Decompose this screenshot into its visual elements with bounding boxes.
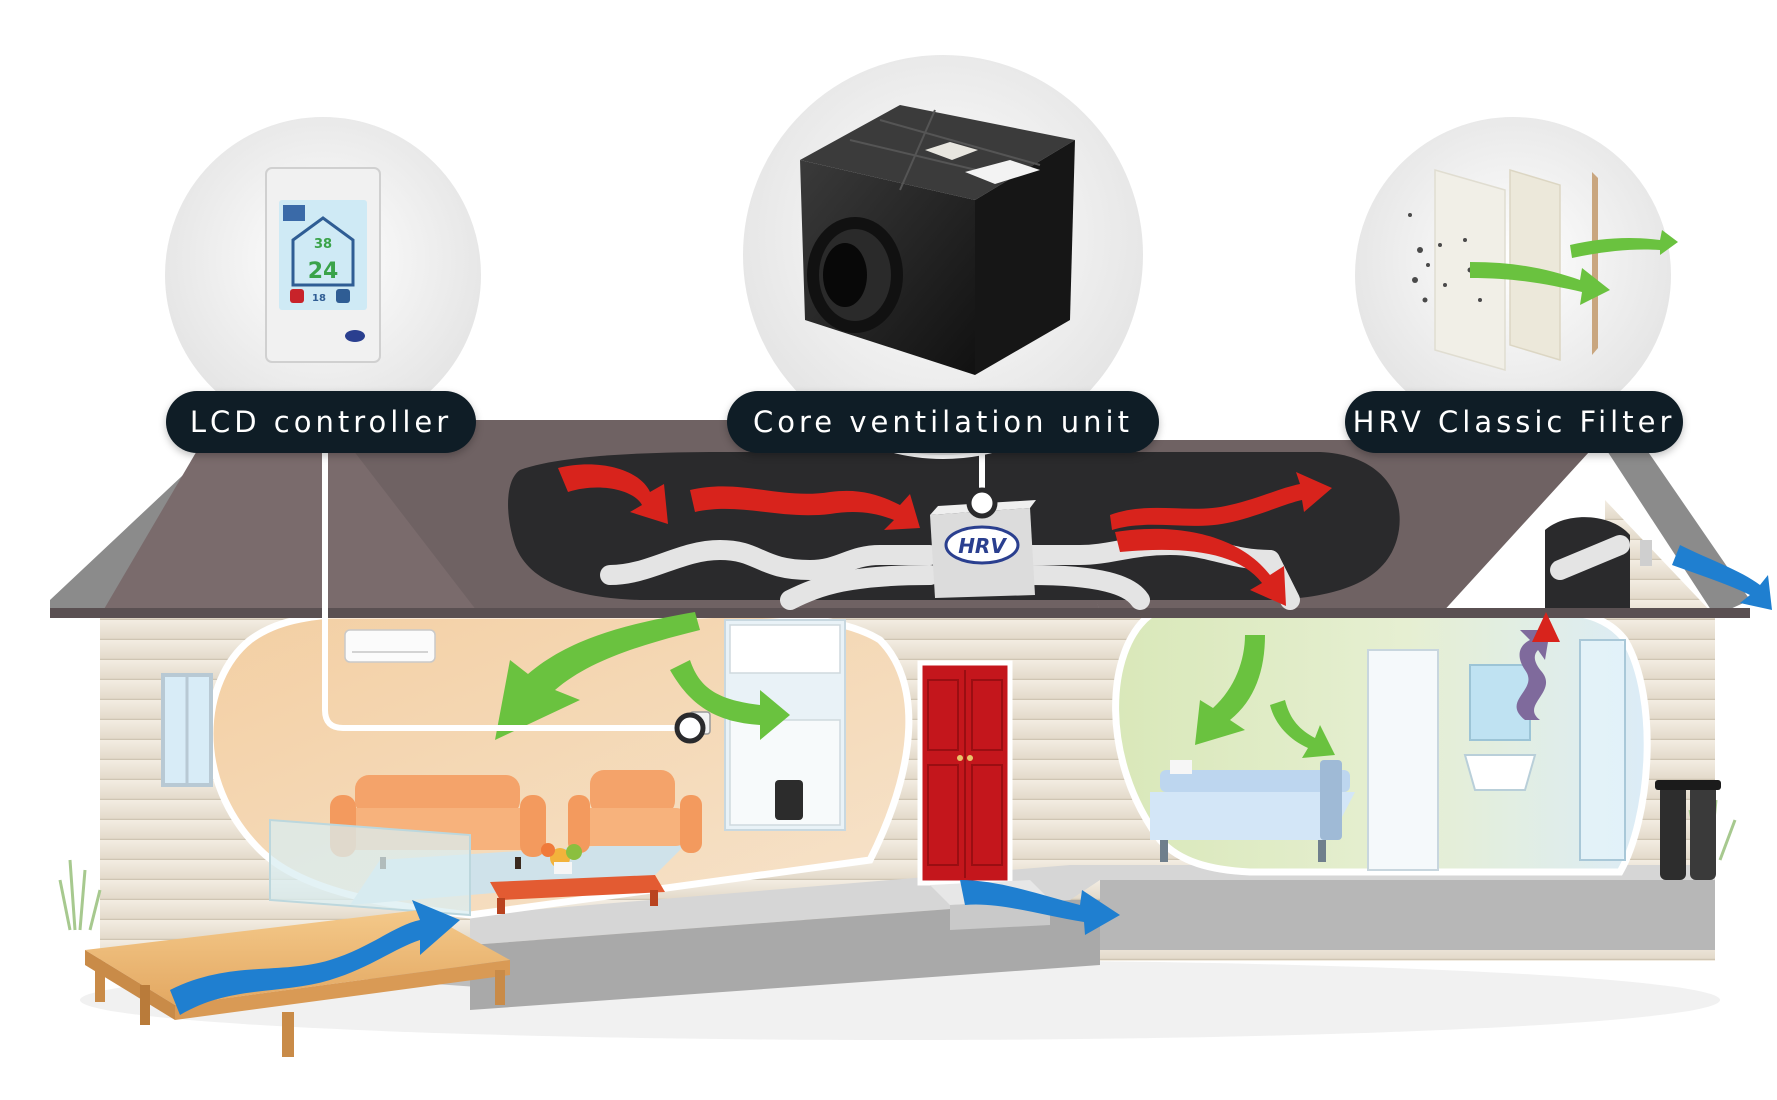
attic-hrv-unit: HRV <box>930 500 1036 598</box>
attic-cutaway: HRV <box>508 452 1630 610</box>
living-room-cutaway <box>161 610 913 919</box>
coffee-table <box>490 843 665 914</box>
core-unit-device <box>800 105 1075 375</box>
core-ventilation-unit-label: Core ventilation unit <box>727 391 1159 453</box>
hrv-classic-filter-label: HRV Classic Filter <box>1345 391 1683 453</box>
fresh-air-arrows <box>495 612 1335 758</box>
controller-main-value: 24 <box>308 259 339 284</box>
controller-bottom-value: 18 <box>312 293 326 304</box>
front-door <box>917 660 1050 930</box>
armchair <box>568 770 702 853</box>
filter-callout <box>1351 113 1678 437</box>
attic-unit-brand-text: HRV <box>958 534 1007 558</box>
outdoor-filter-unit <box>1655 780 1721 880</box>
right-duct <box>1550 535 1630 580</box>
core-unit-callout <box>739 51 1147 459</box>
exhaust-air-arrows <box>170 545 1772 1015</box>
filter-device <box>1408 168 1678 371</box>
bathroom-exhaust-arrow <box>1516 612 1560 720</box>
warm-air-arrows <box>558 464 1332 606</box>
lcd-controller-label: LCD controller <box>166 391 476 453</box>
controller-top-value: 38 <box>314 237 332 252</box>
sofa <box>330 775 546 869</box>
bed <box>1150 760 1355 862</box>
lcd-controller-callout: 38 24 18 <box>161 113 485 437</box>
lcd-controller-device: 38 24 18 <box>265 167 381 363</box>
